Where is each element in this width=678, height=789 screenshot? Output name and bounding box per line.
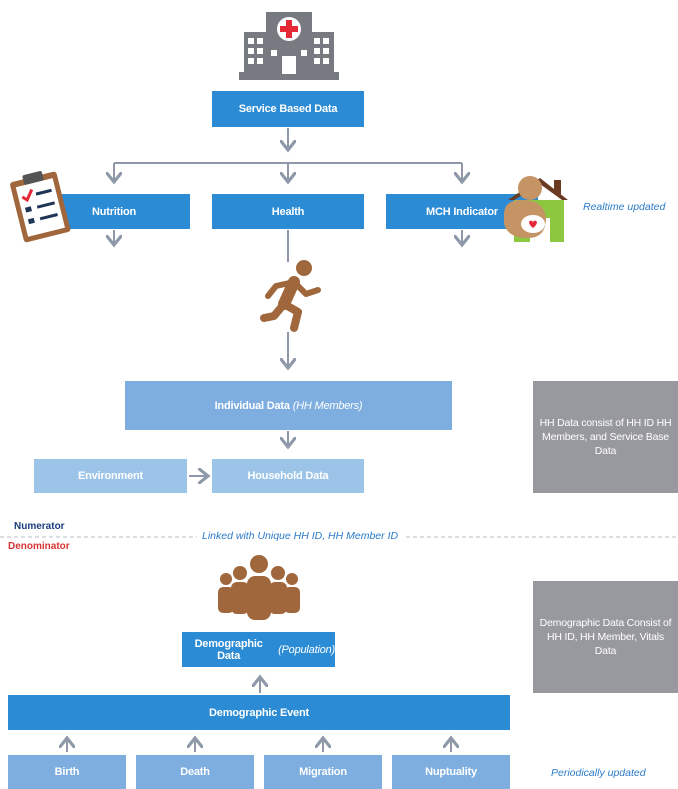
demographic-data-note-text: Demographic Data Consist of HH ID, HH Me… <box>539 617 672 657</box>
household-data-box: Household Data <box>212 459 364 493</box>
hh-data-note: HH Data consist of HH ID HH Members, and… <box>533 381 678 493</box>
service-based-data-box: Service Based Data <box>212 91 364 127</box>
hh-data-note-text: HH Data consist of HH ID HH Members, and… <box>539 417 672 457</box>
death-label: Death <box>180 766 210 778</box>
mch-indicator-label: MCH Indicator <box>426 205 498 218</box>
demographic-data-sub: (Population) <box>278 643 335 656</box>
demographic-event-box: Demographic Event <box>8 695 510 730</box>
individual-data-sub: (HH Members) <box>292 399 363 412</box>
clipboard-icon <box>10 171 71 243</box>
demographic-data-note: Demographic Data Consist of HH ID, HH Me… <box>533 581 678 693</box>
numerator-label: Numerator <box>14 521 65 532</box>
demographic-data-label: Demographic Data <box>194 637 263 662</box>
health-box: Health <box>212 194 364 229</box>
demographic-event-label: Demographic Event <box>209 706 309 719</box>
environment-box: Environment <box>34 459 187 493</box>
demographic-data-box: Demographic Data (Population) <box>182 632 335 667</box>
migration-label: Migration <box>299 766 347 778</box>
service-based-data-label: Service Based Data <box>238 103 338 115</box>
birth-label: Birth <box>54 766 80 778</box>
migration-box: Migration <box>264 755 382 789</box>
household-data-label: Household Data <box>247 470 329 482</box>
population-group-icon <box>218 555 300 620</box>
birth-box: Birth <box>8 755 126 789</box>
health-label: Health <box>271 205 305 218</box>
nutrition-label: Nutrition <box>91 205 137 218</box>
denominator-label: Denominator <box>8 541 70 552</box>
nuptuality-label: Nuptuality <box>425 766 477 778</box>
individual-data-label: Individual Data <box>214 399 290 412</box>
environment-label: Environment <box>77 470 144 482</box>
linked-with-id-text: Linked with Unique HH ID, HH Member ID <box>197 530 404 542</box>
death-box: Death <box>136 755 254 789</box>
mother-child-house-icon <box>504 176 568 242</box>
nuptuality-box: Nuptuality <box>392 755 510 789</box>
runner-icon <box>260 260 321 332</box>
realtime-updated-note: Realtime updated <box>583 201 666 213</box>
periodically-updated-note: Periodically updated <box>551 767 646 779</box>
individual-data-box: Individual Data (HH Members) <box>125 381 452 430</box>
hospital-icon <box>239 12 339 80</box>
